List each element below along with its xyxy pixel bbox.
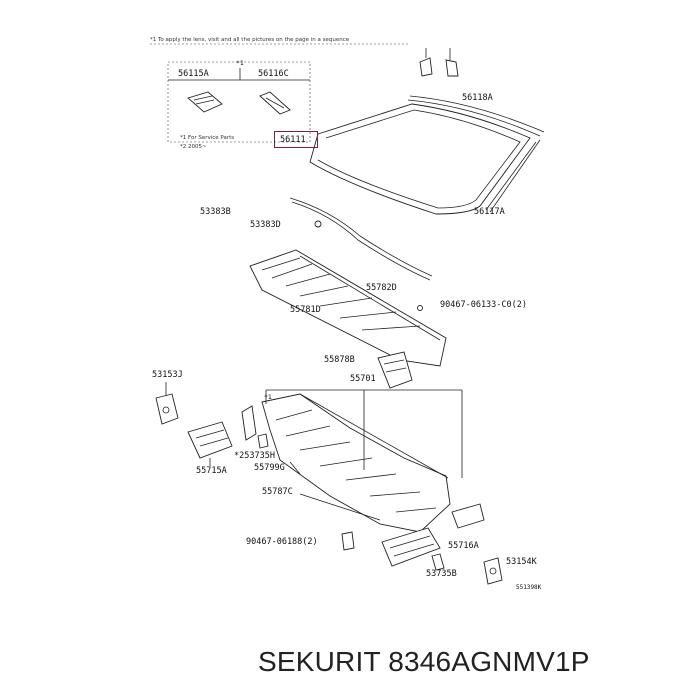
cowl-louver	[249, 249, 447, 367]
inset-part-1: 56116C	[258, 69, 289, 79]
label-90467a: 90467-06133-C0(2)	[440, 300, 527, 310]
moulding-side-outer	[489, 139, 541, 213]
hinge-53153J	[155, 393, 179, 425]
clip-top-b	[445, 59, 459, 77]
inset-note-1: *1 For Service Parts	[180, 135, 235, 141]
label-56118A: 56118A	[462, 93, 493, 103]
moulding-top	[407, 99, 541, 137]
label-55716A: 55716A	[448, 541, 479, 551]
weatherstrip-clip	[314, 220, 322, 228]
hinge-53154K	[483, 557, 503, 585]
leader-55787C	[299, 493, 381, 521]
cowl-louver-edge	[299, 255, 441, 341]
label-55715A: 55715A	[196, 466, 227, 476]
bracket-55715A-detail	[195, 429, 229, 447]
inset-part-0: 56115A	[178, 69, 209, 79]
cowl-panel-edge	[299, 393, 449, 479]
label-53383D: 53383D	[250, 220, 281, 230]
label-55782D: 55782D	[366, 283, 397, 293]
highlight-box-56111	[274, 131, 318, 148]
inset-note-2: *2 2005~	[180, 144, 207, 150]
leader-55799G	[289, 461, 301, 475]
windshield-glass	[309, 103, 531, 215]
moulding-side	[485, 141, 537, 211]
label-53154K: 53154K	[506, 557, 537, 567]
label-53383B: 53383B	[200, 207, 231, 217]
screw-90467	[417, 305, 423, 311]
label-55787C: 55787C	[262, 487, 293, 497]
clip-55799G	[257, 433, 269, 449]
seal-53735H	[241, 405, 257, 441]
weatherstrip-53383-inner	[291, 201, 431, 281]
label-56111: 56111	[280, 135, 306, 145]
clip-56115A-detail	[193, 95, 215, 105]
label-56117A: 56117A	[474, 207, 505, 217]
reference-code: 551398K	[516, 584, 542, 591]
cowl-louver-ribs	[261, 257, 421, 331]
inset-header: *1	[236, 59, 244, 67]
label-53735H: *253735H	[234, 451, 275, 461]
cowl-panel-55701	[261, 393, 451, 533]
label-55781D: 55781D	[290, 305, 321, 315]
label-55878B: 55878B	[324, 355, 355, 365]
bracket-55878B-detail	[383, 359, 407, 373]
bracket-55716A-detail	[389, 535, 435, 557]
label-55799G: 55799G	[254, 463, 285, 473]
moulding-top-outer	[409, 95, 545, 133]
label-55701: 55701	[350, 374, 376, 384]
hinge-53154K-hole	[489, 567, 497, 575]
top-note: *1 To apply the lens, visit and all the …	[150, 37, 350, 43]
clip-56116C-detail	[265, 97, 285, 109]
screw-90467b	[341, 531, 355, 551]
hinge-53153J-hole	[162, 406, 170, 414]
label-90467b: 90467-06188(2)	[246, 537, 318, 547]
bracket-55716A	[381, 527, 441, 567]
seal-53735B	[431, 553, 445, 571]
product-caption: SEKURIT 8346AGNMV1P	[258, 646, 590, 677]
label-53153J: 53153J	[152, 370, 183, 380]
windshield-inner-edge	[317, 109, 521, 209]
bracket-55715A	[187, 421, 233, 459]
cowl-panel-ribs	[275, 409, 437, 513]
inset-box	[167, 61, 311, 143]
leaders-55701	[265, 389, 463, 478]
label-53735B: 53735B	[426, 569, 457, 579]
clip-top-a	[419, 57, 433, 77]
bracket-right-upper	[451, 503, 485, 529]
weatherstrip-53383	[289, 197, 433, 277]
label-mark1: *1	[264, 393, 272, 401]
